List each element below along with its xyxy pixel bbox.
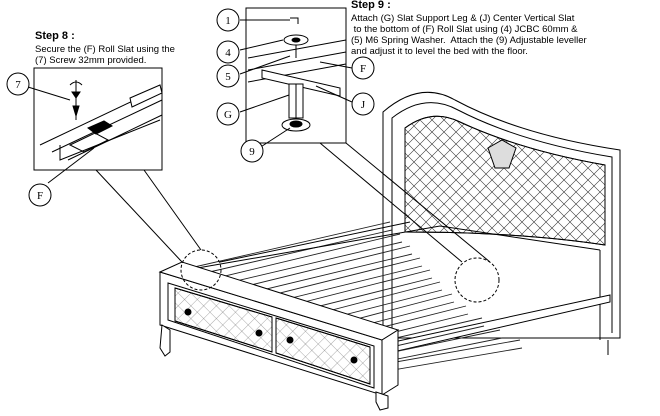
- callout-J: [351, 92, 375, 116]
- callout-label: 7: [15, 79, 21, 91]
- step8-detail: [27, 67, 202, 263]
- step9-detail: [239, 7, 491, 263]
- step8-instruction-line: Secure the (F) Roll Slat using the: [35, 44, 175, 55]
- step9-instruction-line: and adjust it to level the bed with the …: [351, 46, 528, 57]
- callout-1: [216, 8, 240, 32]
- bed: [158, 91, 621, 411]
- callout-F-step8: [28, 183, 52, 207]
- callout-label: F: [360, 63, 366, 75]
- callout-label: 4: [225, 47, 231, 59]
- callout-labels: 1 4 5 G 9 F J 7 F: [15, 15, 366, 202]
- step9-title: Step 9 :: [351, 0, 391, 11]
- step8-title: Step 8 :: [35, 30, 75, 42]
- step9-instruction-line: (5) M6 Spring Washer. Attach the (9) Adj…: [351, 35, 587, 46]
- callout-9: [240, 139, 264, 163]
- callout-7: [6, 72, 30, 96]
- step9-instruction-line: Attach (G) Slat Support Leg & (J) Center…: [351, 13, 575, 24]
- callout-label: G: [224, 109, 232, 121]
- footboard: [158, 261, 400, 411]
- callout-label: 9: [249, 146, 255, 158]
- callout-label: 5: [225, 71, 231, 83]
- callout-G: [216, 102, 240, 126]
- headboard: [382, 91, 621, 355]
- callout-5: [216, 64, 240, 88]
- callouts: [6, 8, 375, 207]
- callout-label: 1: [225, 15, 231, 27]
- step8-instruction-line: (7) Screw 32mm provided.: [35, 55, 147, 66]
- callout-label: F: [37, 190, 43, 202]
- callout-label: J: [361, 99, 366, 111]
- callout-4: [216, 40, 240, 64]
- step9-instruction-line: to the bottom of (F) Roll Slat using (4)…: [351, 24, 578, 35]
- callout-F-step9: [351, 56, 375, 80]
